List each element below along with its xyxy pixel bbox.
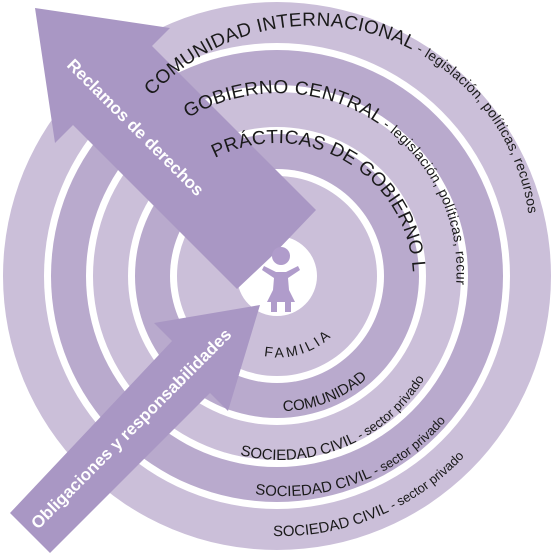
arrow-inward xyxy=(10,305,260,553)
child-figure-icon xyxy=(262,247,300,312)
arrow-outward xyxy=(35,8,316,289)
